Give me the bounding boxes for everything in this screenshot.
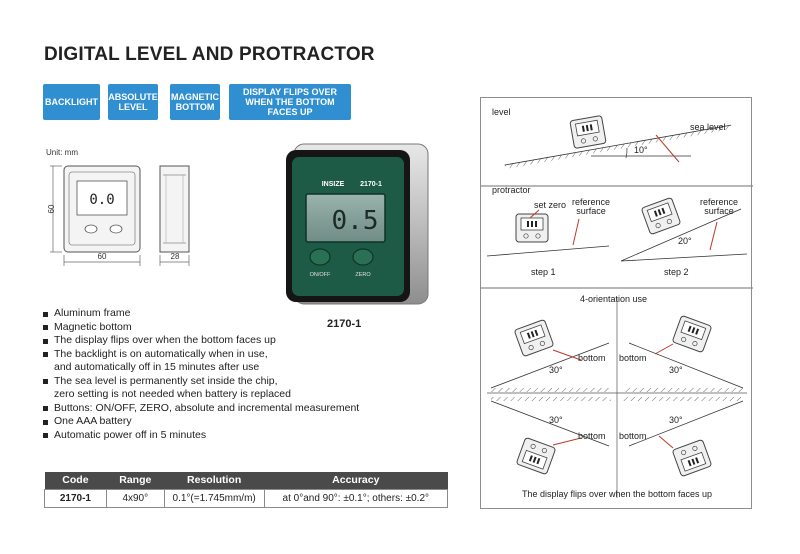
- cell-accuracy: at 0°and 90°: ±0.1°; others: ±0.2°: [263, 488, 449, 508]
- reference-surface-1a: reference: [571, 197, 611, 207]
- spec-table-header: Code Range Resolution Accuracy: [44, 472, 448, 489]
- width-dimension: [63, 255, 141, 266]
- angle-label-3: 30°: [549, 415, 563, 425]
- feature-item: The display flips over when the bottom f…: [42, 334, 359, 348]
- feature-list: Aluminum frame Magnetic bottom The displ…: [42, 307, 359, 442]
- set-zero-label: set zero: [534, 200, 567, 210]
- tag-display-flips: DISPLAY FLIPS OVER WHEN THE BOTTOM FACES…: [229, 84, 351, 120]
- feature-item: The sea level is permanently set inside …: [42, 375, 359, 389]
- step2-label: step 2: [664, 267, 689, 277]
- usage-diagram-panel: level sea level 10° protractor set zero …: [480, 97, 753, 509]
- brand-logo: INSIZE: [322, 181, 345, 188]
- angle-label-1: 30°: [549, 365, 563, 375]
- bottom-label-4: bottom: [619, 431, 647, 441]
- header-accuracy: Accuracy: [264, 472, 448, 489]
- height-dimension: [50, 165, 62, 253]
- cell-resolution: 0.1°(=1.745mm/m): [163, 488, 265, 508]
- tag-magnetic-bottom: MAGNETIC BOTTOM: [170, 84, 220, 120]
- tag-backlight: BACKLIGHT: [43, 84, 100, 120]
- height-dim-text: 60: [47, 204, 56, 213]
- orientation-caption: The display flips over when the bottom f…: [521, 489, 713, 499]
- angle-label-4: 30°: [669, 415, 683, 425]
- zero-button-label: ZERO: [355, 272, 371, 278]
- feature-item: Magnetic bottom: [42, 321, 359, 335]
- usage-diagram: [481, 114, 753, 498]
- product-model-label: 2170-1: [327, 318, 362, 330]
- level-angle: 10°: [634, 145, 648, 155]
- step-angle: 20°: [678, 236, 692, 246]
- front-view: 0.0: [63, 165, 141, 253]
- step1-label: step 1: [531, 267, 556, 277]
- protractor-label: protractor: [492, 185, 531, 195]
- depth-dimension: [159, 255, 190, 266]
- feature-item-continued: zero setting is not needed when battery …: [54, 388, 291, 400]
- page-title: DIGITAL LEVEL AND PROTRACTOR: [44, 44, 375, 65]
- angle-label-2: 30°: [669, 365, 683, 375]
- width-dim-text: 60: [98, 252, 107, 261]
- bottom-label-2: bottom: [619, 353, 647, 363]
- reference-surface-2b: surface: [704, 206, 734, 216]
- feature-item: Aluminum frame: [42, 307, 359, 321]
- protractor-step1: [486, 209, 610, 257]
- cell-code: 2170-1: [44, 488, 107, 508]
- header-code: Code: [44, 472, 107, 489]
- drawing-screen-value: 0.0: [89, 192, 114, 208]
- feature-item: Automatic power off in 5 minutes: [42, 429, 359, 443]
- reference-surface-2a: reference: [699, 197, 739, 207]
- unit-label: Unit: mm: [46, 148, 78, 157]
- feature-item-continued: and automatically off in 15 minutes afte…: [54, 361, 260, 373]
- tag-absolute-level: ABSOLUTE LEVEL: [108, 84, 158, 120]
- device-screen-value: 0.5: [332, 206, 379, 236]
- onoff-button-label: ON/OFF: [310, 272, 331, 278]
- feature-item: The backlight is on automatically when i…: [42, 348, 359, 362]
- depth-dim-text: 28: [171, 252, 180, 261]
- cell-range: 4x90°: [105, 488, 165, 508]
- reference-surface-1b: surface: [576, 206, 606, 216]
- orientation-title: 4-orientation use: [580, 294, 648, 304]
- level-diagram: [504, 114, 732, 169]
- orientation-diagram: [487, 298, 747, 498]
- level-label: level: [492, 107, 511, 117]
- side-view: [159, 165, 190, 253]
- feature-item: Buttons: ON/OFF, ZERO, absolute and incr…: [42, 402, 359, 416]
- protractor-step2: [620, 196, 748, 262]
- device-model: 2170-1: [360, 181, 382, 188]
- spec-table: Code Range Resolution Accuracy 2170-1 4x…: [44, 472, 449, 508]
- bottom-label-3: bottom: [578, 431, 606, 441]
- feature-item: One AAA battery: [42, 415, 359, 429]
- table-row: 2170-1 4x90° 0.1°(=1.745mm/m) at 0°and 9…: [44, 488, 449, 508]
- bottom-label-1: bottom: [578, 353, 606, 363]
- header-range: Range: [106, 472, 165, 489]
- header-resolution: Resolution: [164, 472, 265, 489]
- sea-level-label: sea level: [690, 122, 726, 132]
